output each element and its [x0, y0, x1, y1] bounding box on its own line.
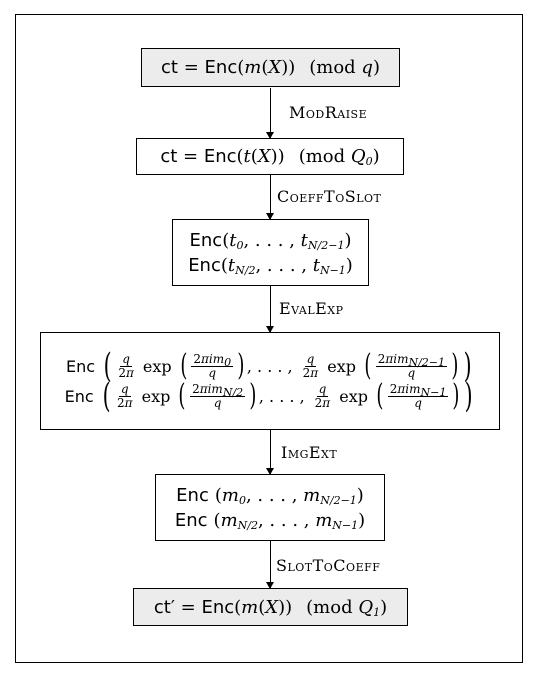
- arrow-evalexp: [266, 286, 274, 333]
- step-1-formula: ct = Enc(m(X))(mod q): [161, 57, 380, 78]
- label-coefftoslot: CoeffToSlot: [277, 187, 382, 206]
- label-imgext: ImgExt: [281, 443, 338, 462]
- label-slottocoeff: SlotToCoeff: [276, 556, 381, 575]
- arrow-imgext: [266, 430, 274, 475]
- arrow-slottocoeff: [266, 541, 274, 589]
- arrow-coefftoslot: [266, 175, 274, 220]
- figure-frame: [15, 14, 523, 663]
- label-evalexp: EvalExp: [279, 299, 344, 318]
- label-modraise: ModRaise: [289, 103, 368, 122]
- arrow-modraise: [266, 88, 274, 139]
- step-box-ct-mod-q: ct = Enc(m(X))(mod q): [141, 48, 400, 87]
